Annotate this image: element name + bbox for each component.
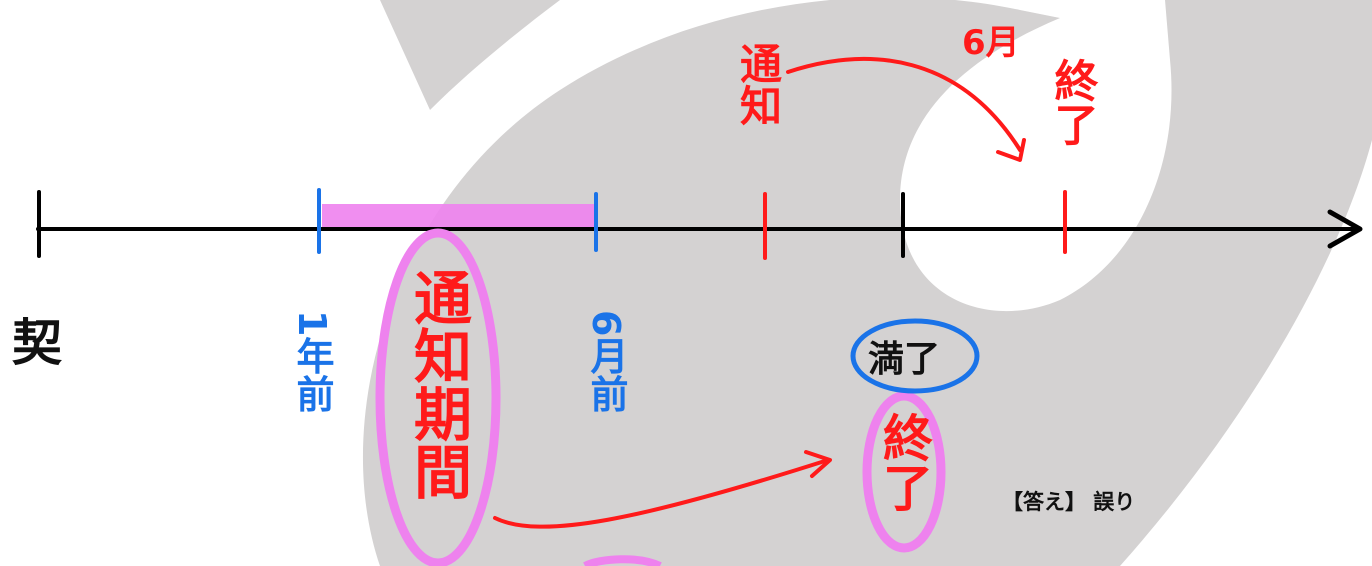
label-six-months-before: 6月前 — [584, 310, 628, 413]
notice-period-arrow — [493, 458, 830, 529]
label-expiry: 満了 — [868, 339, 940, 380]
six-month-arrowhead-icon — [996, 138, 1026, 162]
label-one-year-before: 1年前 — [290, 310, 334, 413]
notice-period-ellipse — [375, 228, 501, 566]
label-end-top: 終了 — [1047, 58, 1099, 146]
watermark-logo-icon — [363, 0, 1372, 566]
expiry-ellipse — [850, 318, 980, 394]
label-end-bottom: 終了 — [875, 412, 933, 512]
end-ellipse — [862, 391, 946, 553]
notice-period-arrowhead-icon — [804, 450, 832, 478]
answer-text: 【答え】 誤り — [1002, 490, 1136, 514]
bottom-ellipse-fragment — [583, 555, 662, 566]
arrowhead-icon — [1327, 209, 1363, 249]
label-six-months: 6月 — [962, 23, 1020, 63]
label-notice: 通知 — [734, 42, 783, 126]
notice-period-band — [322, 204, 596, 229]
label-contract: 契 — [12, 314, 63, 372]
six-month-arrow — [786, 57, 1022, 152]
label-notice-period: 通知期間 — [404, 268, 472, 500]
